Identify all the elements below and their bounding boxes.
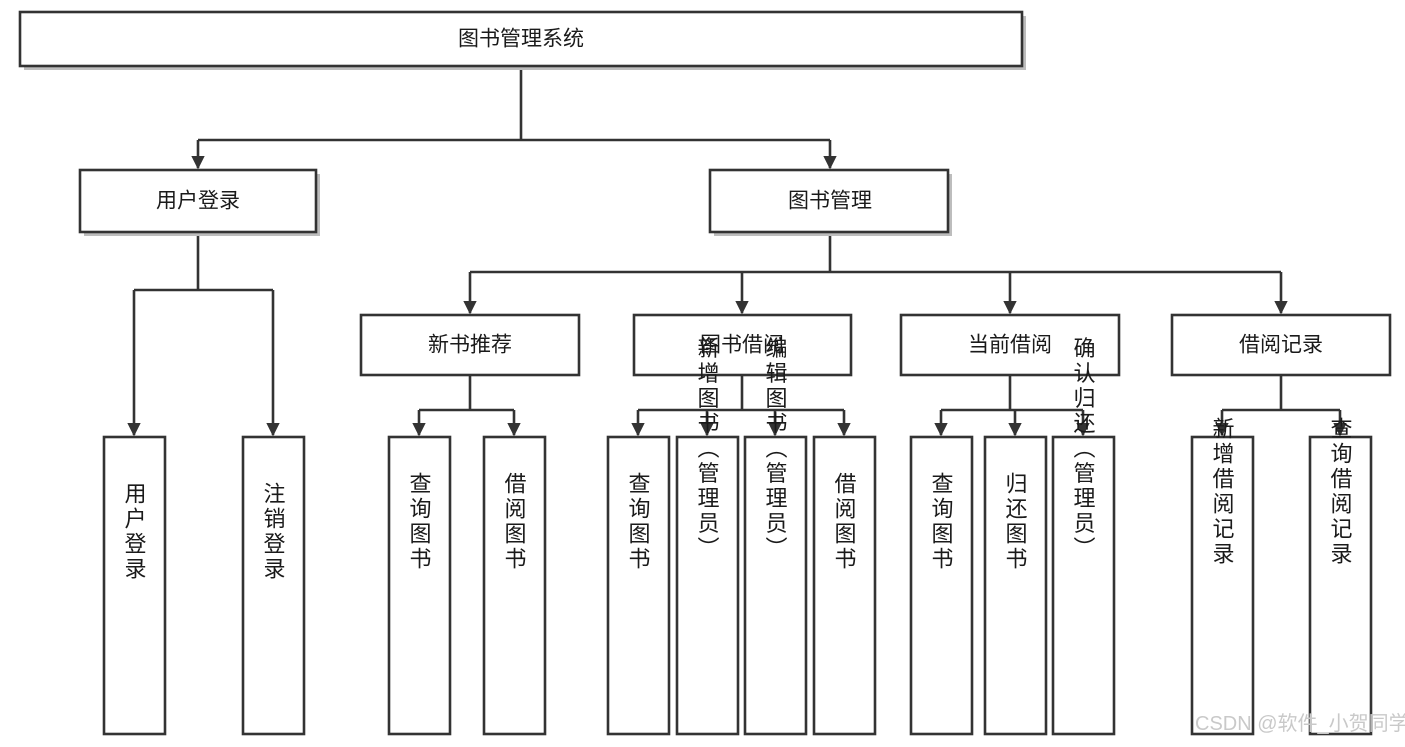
leaf-query-record[interactable]: 查询借阅记录: [1308, 417, 1373, 736]
leaf-borrow-book-2-label: 借阅图书: [832, 472, 857, 572]
leaf-add-record-label: 新增借阅记录: [1210, 417, 1235, 567]
leaf-add-book[interactable]: 新增图书（管理员）: [675, 337, 740, 736]
leaf-borrow-book-2-box[interactable]: [812, 435, 877, 736]
root-box[interactable]: [18, 10, 1024, 68]
leaf-borrow-book-1[interactable]: 借阅图书: [482, 435, 547, 736]
current-borrow-box[interactable]: [899, 313, 1121, 377]
leaf-confirm-return-label: 确认归还（管理员）: [1071, 337, 1096, 562]
new-book-recommend-box[interactable]: [359, 313, 581, 377]
node-new-book-recommend[interactable]: 新书推荐: [359, 313, 581, 377]
leaf-user-login-box[interactable]: [102, 435, 167, 736]
leaf-query-book-1[interactable]: 查询图书: [387, 435, 452, 736]
leaf-query-book-3-label: 查询图书: [929, 472, 954, 572]
leaf-add-book-box[interactable]: [675, 435, 740, 736]
leaf-borrow-book-1-label: 借阅图书: [502, 472, 527, 572]
leaf-add-record[interactable]: 新增借阅记录: [1190, 417, 1255, 736]
leaf-logout-label: 注销登录: [261, 482, 286, 582]
leaf-user-login[interactable]: 用户登录: [102, 435, 167, 736]
borrow-record-label: 借阅记录: [1239, 334, 1323, 357]
leaf-query-book-1-label: 查询图书: [407, 472, 432, 572]
book-borrow-label: 图书借阅: [700, 334, 784, 357]
leaf-logout-box[interactable]: [241, 435, 306, 736]
node-book-borrow[interactable]: 图书借阅: [632, 313, 853, 377]
node-root[interactable]: 图书管理系统: [18, 10, 1026, 70]
leaf-edit-book[interactable]: 编辑图书（管理员）: [743, 337, 808, 736]
leaf-borrow-book-2[interactable]: 借阅图书: [812, 435, 877, 736]
leaf-query-book-1-box[interactable]: [387, 435, 452, 736]
leaf-add-book-label: 新增图书（管理员）: [695, 337, 720, 562]
current-borrow-label: 当前借阅: [968, 334, 1052, 357]
leaf-query-book-2-box[interactable]: [606, 435, 671, 736]
node-borrow-record[interactable]: 借阅记录: [1170, 313, 1392, 377]
leaf-return-book-label: 归还图书: [1003, 472, 1028, 572]
leaf-logout[interactable]: 注销登录: [241, 435, 306, 736]
leaf-query-record-box[interactable]: [1308, 435, 1373, 736]
edges-layer: [127, 66, 1347, 437]
book-manage-label: 图书管理: [788, 190, 872, 213]
node-book-manage[interactable]: 图书管理: [708, 168, 952, 236]
leaf-edit-book-box[interactable]: [743, 435, 808, 736]
user-login-label: 用户登录: [156, 190, 240, 213]
node-user-login[interactable]: 用户登录: [78, 168, 320, 236]
leaf-confirm-return-box[interactable]: [1051, 435, 1116, 736]
leaf-user-login-label: 用户登录: [122, 482, 147, 582]
borrow-record-box[interactable]: [1170, 313, 1392, 377]
root-label: 图书管理系统: [458, 28, 584, 51]
new-book-recommend-label: 新书推荐: [428, 334, 512, 357]
leaf-confirm-return[interactable]: 确认归还（管理员）: [1051, 337, 1116, 736]
book-borrow-box[interactable]: [632, 313, 853, 377]
csdn-watermark: CSDN @软件_小贺同学: [1195, 712, 1405, 735]
leaf-query-book-3-box[interactable]: [909, 435, 974, 736]
leaf-query-record-label: 查询借阅记录: [1328, 417, 1353, 567]
leaf-query-book-3[interactable]: 查询图书: [909, 435, 974, 736]
user-login-box[interactable]: [78, 168, 318, 234]
leaf-query-book-2-label: 查询图书: [626, 472, 651, 572]
leaf-return-book-box[interactable]: [983, 435, 1048, 736]
node-current-borrow[interactable]: 当前借阅: [899, 313, 1121, 377]
book-manage-box[interactable]: [708, 168, 950, 234]
leaf-borrow-book-1-box[interactable]: [482, 435, 547, 736]
leaf-edit-book-label: 编辑图书（管理员）: [763, 337, 788, 562]
leaf-add-record-box[interactable]: [1190, 435, 1255, 736]
leaf-return-book[interactable]: 归还图书: [983, 435, 1048, 736]
leaf-query-book-2[interactable]: 查询图书: [606, 435, 671, 736]
